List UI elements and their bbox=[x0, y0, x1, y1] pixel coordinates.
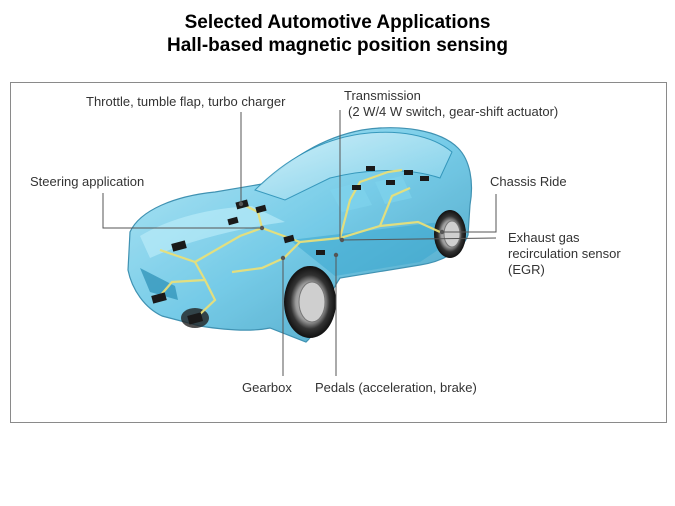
label-egr-line3: (EGR) bbox=[508, 262, 545, 277]
label-transmission-detail: (2 W/4 W switch, gear-shift actuator) bbox=[348, 104, 559, 119]
label-chassis-ride: Chassis Ride bbox=[490, 174, 567, 189]
leader-lines bbox=[102, 110, 497, 376]
sensor-chips bbox=[151, 166, 429, 325]
diagram-title: Selected Automotive Applications bbox=[184, 12, 491, 33]
label-steering: Steering application bbox=[30, 174, 145, 189]
front-wheel bbox=[284, 266, 336, 338]
label-transmission: Transmission bbox=[344, 88, 421, 103]
label-gearbox: Gearbox bbox=[242, 380, 292, 395]
label-throttle: Throttle, tumble flap, turbo charger bbox=[86, 94, 286, 109]
rear-wheel bbox=[434, 210, 466, 258]
diagram-subtitle: Hall-based magnetic position sensing bbox=[166, 35, 508, 56]
wiring-harness bbox=[159, 168, 441, 317]
label-pedals: Pedals (acceleration, brake) bbox=[315, 380, 477, 395]
leader-dots bbox=[238, 201, 445, 261]
label-egr-line2: recirculation sensor bbox=[508, 246, 621, 261]
label-egr-line1: Exhaust gas bbox=[508, 230, 580, 245]
